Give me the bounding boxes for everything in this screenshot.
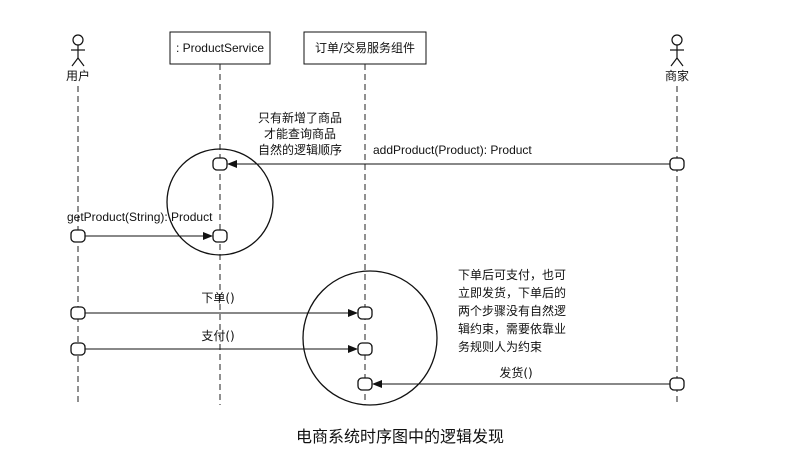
activation-bar: [70, 342, 86, 356]
activation-bar: [669, 157, 685, 171]
order-component-label: 订单/交易服务组件: [315, 40, 415, 55]
user-label: 用户: [66, 68, 90, 83]
product-service-participant: : ProductService: [169, 31, 271, 65]
order-flow-highlight-circle: [302, 270, 438, 406]
activation-bar: [70, 229, 86, 243]
activation-bar: [669, 377, 685, 391]
figure-caption: 电商系统时序图中的逻辑发现: [296, 427, 504, 446]
product-service-label: : ProductService: [176, 41, 264, 55]
activation-bar: [212, 157, 228, 171]
order-component-participant: 订单/交易服务组件: [303, 31, 427, 65]
merchant-actor: 商家: [665, 34, 689, 83]
user-actor: 用户: [66, 34, 90, 83]
get-product-label: getProduct(String): Product: [67, 210, 213, 224]
activation-bar: [357, 342, 373, 356]
order-flow-note-line: 辑约束，需要依靠业: [458, 321, 566, 336]
activation-bar: [212, 229, 228, 243]
place-order-label: 下单(): [201, 291, 234, 305]
pay-label: 支付(): [201, 329, 234, 343]
order-flow-note: 下单后可支付，也可 立即发货，下单后的 两个步骤没有自然逻 辑约束，需要依靠业 …: [458, 268, 566, 354]
activation-bar: [70, 306, 86, 320]
order-flow-note-line: 两个步骤没有自然逻: [458, 303, 566, 318]
product-order-highlight-circle: [166, 148, 274, 256]
product-order-note-line: 自然的逻辑顺序: [258, 142, 342, 157]
order-flow-note-line: 立即发货，下单后的: [458, 285, 566, 300]
product-order-note: 只有新增了商品 才能查询商品 自然的逻辑顺序: [258, 110, 342, 157]
ship-label: 发货(): [499, 365, 532, 380]
add-product-label: addProduct(Product): Product: [373, 143, 532, 157]
merchant-label: 商家: [665, 68, 689, 83]
order-flow-note-line: 下单后可支付，也可: [458, 268, 566, 282]
activation-bar: [357, 306, 373, 320]
product-order-note-line: 只有新增了商品: [258, 110, 342, 125]
order-flow-note-line: 务规则人为约束: [458, 339, 542, 354]
activation-bar: [357, 377, 373, 391]
product-order-note-line: 才能查询商品: [264, 126, 336, 141]
